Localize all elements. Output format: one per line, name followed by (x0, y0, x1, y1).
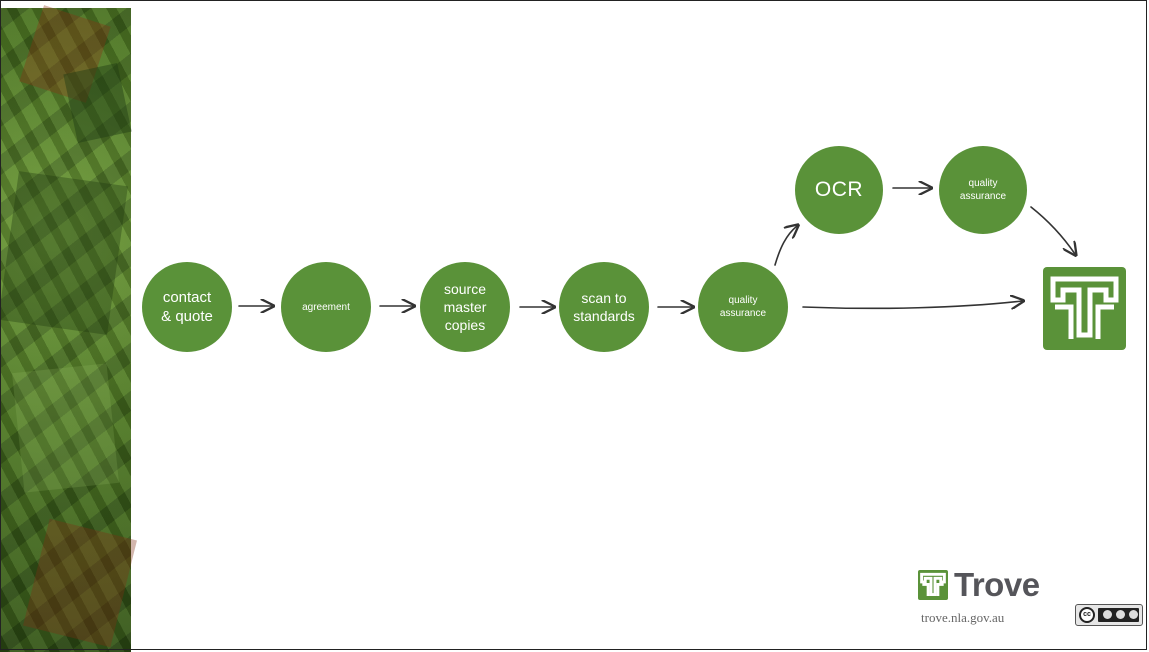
node-ocr-label: OCR (814, 178, 864, 201)
brand-name: Trove (954, 566, 1040, 603)
node-source-line-2: master (443, 299, 487, 315)
decorative-photo-sidebar (0, 5, 137, 652)
arrow-quality-to-trove-top (1030, 206, 1075, 254)
node-contact-quote: contact & quote (142, 262, 232, 352)
node-source-master-copies: source master copies (420, 262, 510, 352)
node-quality-assurance-2: quality assurance (939, 146, 1027, 234)
license-strip (1098, 608, 1139, 622)
node-agreement: agreement (281, 262, 371, 352)
node-source-line-3: copies (444, 317, 486, 333)
node-agreement-label: agreement (302, 301, 350, 313)
node-qa2-line-1: quality (968, 178, 998, 189)
trove-mark-icon (918, 570, 948, 600)
node-source-line-1: source (443, 281, 486, 297)
cc-mark: cc (1079, 607, 1095, 623)
node-scan-line-1: scan to (581, 290, 627, 306)
node-contact-quote-line-1: contact (162, 289, 212, 306)
node-contact-quote-line-2: & quote (161, 308, 213, 325)
node-scan-line-2: standards (573, 308, 635, 324)
node-qa1-line-1: quality (728, 295, 758, 306)
brand-url: trove.nla.gov.au (921, 610, 1005, 625)
node-quality-assurance-1: quality assurance (698, 262, 788, 352)
node-qa2-line-2: assurance (959, 191, 1007, 202)
trove-logo-icon (1043, 267, 1126, 350)
trove-brand: Trove (918, 568, 1040, 602)
arrow-quality-to-ocr (774, 226, 797, 266)
node-scan-to-standards: scan to standards (559, 262, 649, 352)
arrow-quality-to-trove-direct (802, 301, 1022, 308)
creative-commons-badge-icon: cc (1075, 604, 1143, 626)
node-qa1-line-2: assurance (719, 308, 767, 319)
node-ocr: OCR (795, 146, 883, 234)
